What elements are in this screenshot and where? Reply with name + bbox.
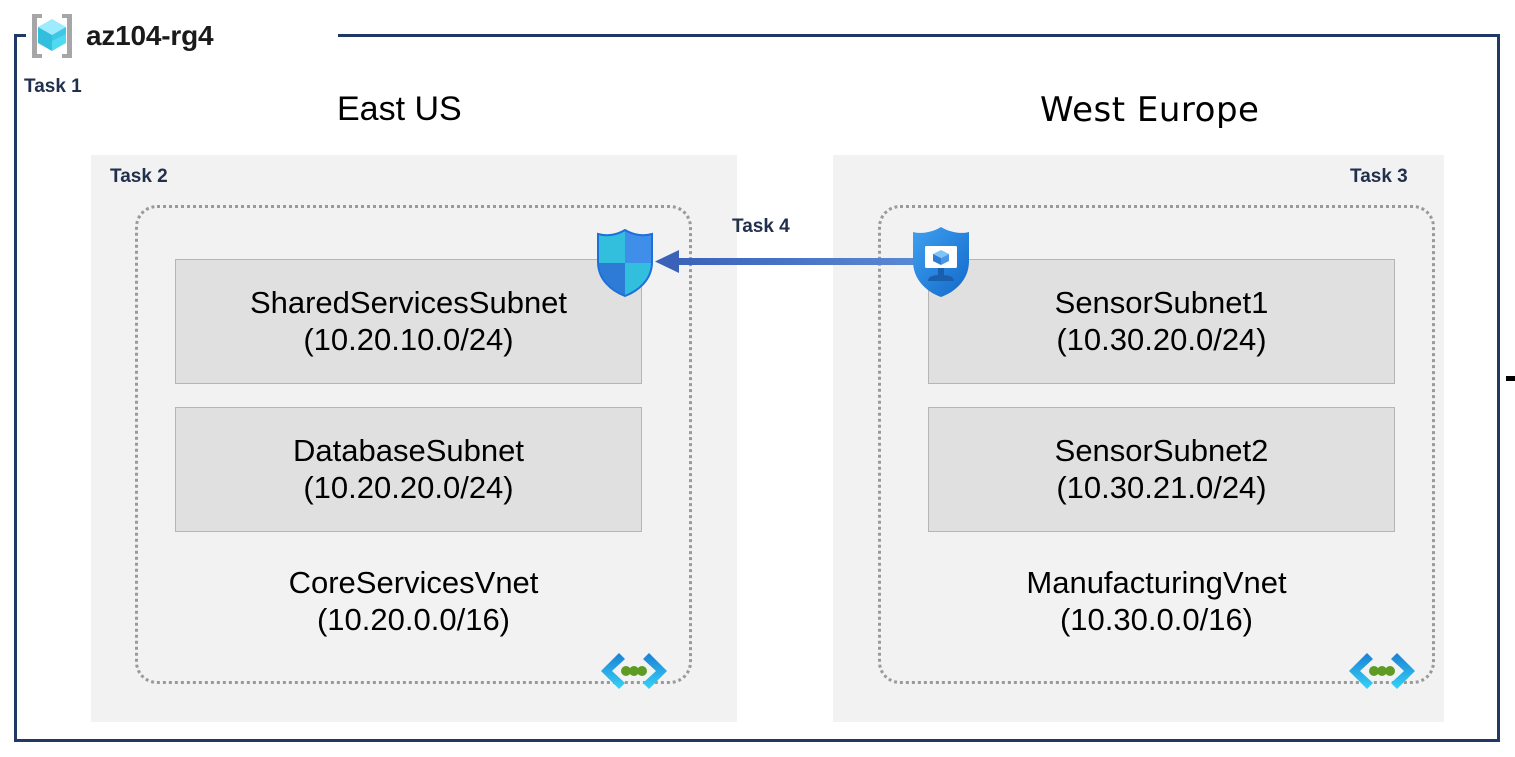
vnet-peering-arrow [655, 250, 925, 273]
task-3-label: Task 3 [1350, 166, 1408, 187]
subnet-name: SensorSubnet1 [1054, 284, 1269, 320]
network-security-group-shield-icon [597, 228, 653, 298]
resource-group-title-notch [26, 22, 338, 48]
subnet-name: SharedServicesSubnet [249, 284, 568, 320]
vnet-name: ManufacturingVnet [1026, 565, 1287, 600]
virtual-network-icon [601, 653, 667, 689]
subnet-cidr: (10.30.20.0/24) [1056, 321, 1267, 357]
virtual-network-icon [1349, 653, 1415, 689]
subnet-name: SensorSubnet2 [1054, 432, 1269, 468]
vnet-cidr: (10.30.0.0/16) [1059, 601, 1254, 637]
subnet-sensorsubnet1: SensorSubnet1 (10.30.20.0/24) [928, 259, 1395, 384]
subnet-cidr: (10.20.10.0/24) [303, 321, 514, 357]
edge-artifact-mark [1506, 376, 1515, 381]
resource-group-cube-icon [32, 14, 72, 58]
subnet-databasesubnet: DatabaseSubnet (10.20.20.0/24) [175, 407, 642, 532]
application-security-group-icon [913, 227, 969, 297]
vnet-caption-manufacturingvnet: ManufacturingVnet (10.30.0.0/16) [878, 565, 1435, 638]
subnet-cidr: (10.20.20.0/24) [303, 469, 514, 505]
subnet-cidr: (10.30.21.0/24) [1056, 469, 1267, 505]
subnet-sensorsubnet2: SensorSubnet2 (10.30.21.0/24) [928, 407, 1395, 532]
resource-group-header: az104-rg4 [26, 8, 214, 64]
resource-group-title: az104-rg4 [86, 20, 214, 51]
vnet-cidr: (10.20.0.0/16) [316, 601, 511, 637]
task-4-label: Task 4 [732, 216, 790, 237]
resource-group-frame [14, 34, 1500, 742]
vnet-name: CoreServicesVnet [288, 565, 539, 600]
task-2-label: Task 2 [110, 166, 168, 187]
subnet-name: DatabaseSubnet [293, 432, 524, 468]
region-title-west-europe: West Europe [1040, 90, 1260, 130]
region-title-east-us: East US [337, 90, 462, 128]
vnet-caption-coreservicesvnet: CoreServicesVnet (10.20.0.0/16) [135, 565, 692, 638]
task-1-label: Task 1 [24, 76, 82, 97]
vnet-box-coreservicesvnet [135, 205, 692, 684]
subnet-sharedservicessubnet: SharedServicesSubnet (10.20.10.0/24) [175, 259, 642, 384]
vnet-box-manufacturingvnet [878, 205, 1435, 684]
